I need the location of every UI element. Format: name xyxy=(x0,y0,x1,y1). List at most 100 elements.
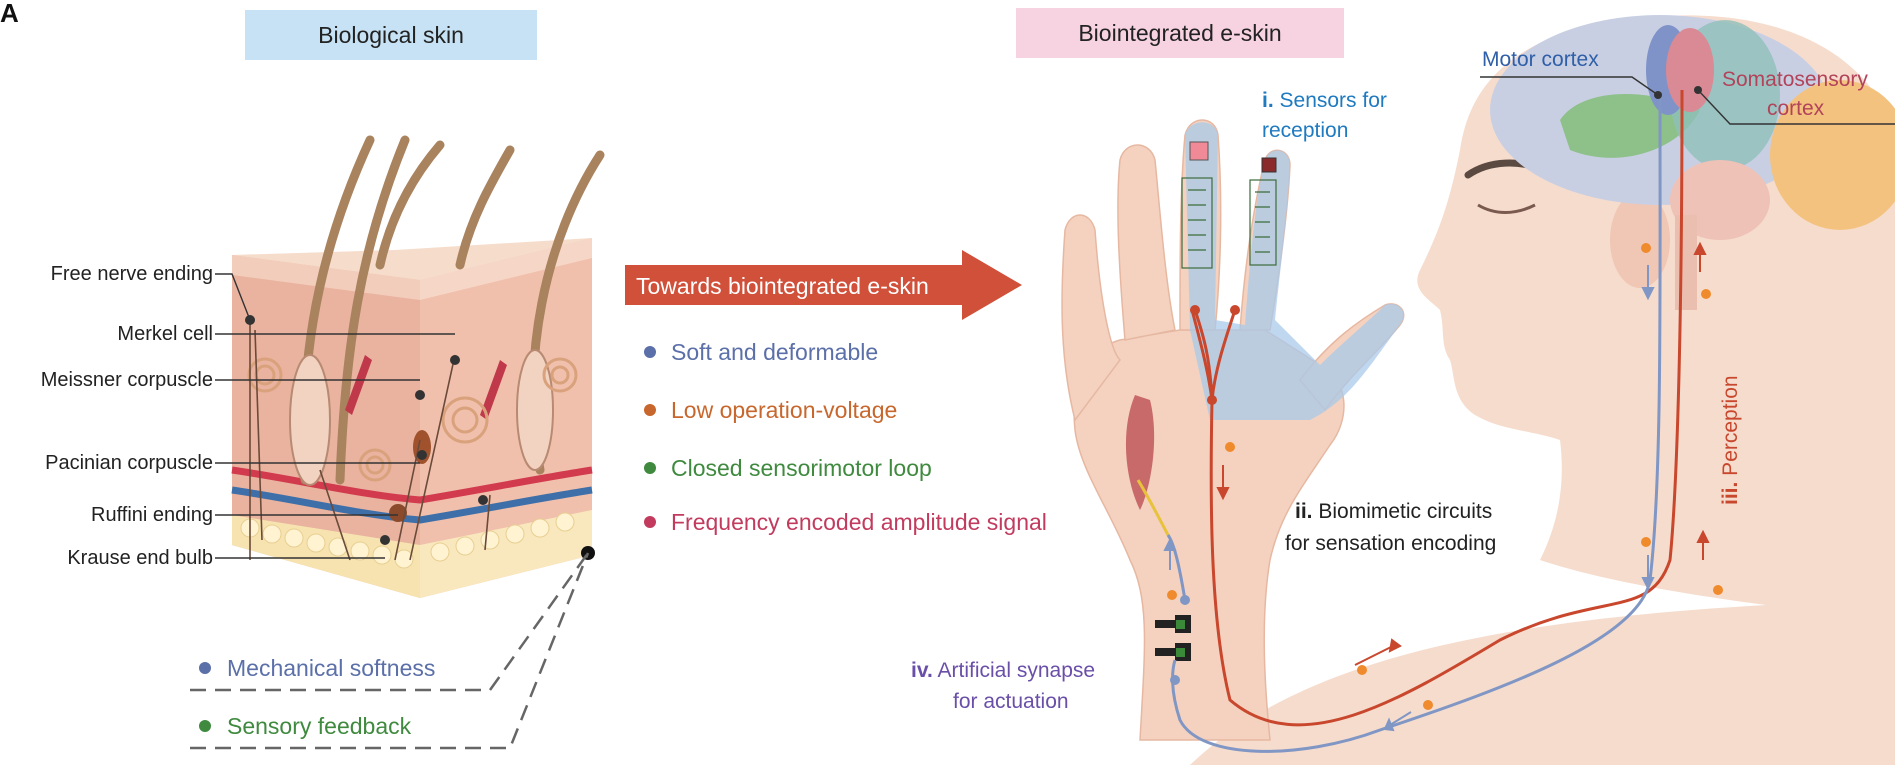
step-i-line-2: reception xyxy=(1262,119,1348,142)
skin-top-surface xyxy=(232,238,592,280)
towards-arrow xyxy=(625,250,1022,320)
finger-thumb-side xyxy=(1061,214,1121,422)
step-ii-number: ii. xyxy=(1295,500,1313,523)
property-dashed-leader xyxy=(190,552,590,750)
somatosensory-leader xyxy=(1697,89,1895,125)
synapse-device xyxy=(1155,615,1191,661)
panel-letter: A xyxy=(0,0,19,28)
right-title: Biointegrated e-skin xyxy=(1078,20,1281,46)
step-ii: ii. Biomimetic circuits for sensation en… xyxy=(1285,500,1496,555)
forearm-muscle xyxy=(1125,395,1155,510)
somatosensory-label-2: cortex xyxy=(1767,97,1825,120)
callout-krause-end-bulb: Krause end bulb xyxy=(67,547,213,569)
skin-block xyxy=(231,135,605,598)
step-iv-line-1: iv. Artificial synapse xyxy=(911,659,1095,682)
step-i-text-1: Sensors for xyxy=(1280,89,1387,112)
callout-merkel-cell: Merkel cell xyxy=(117,323,213,345)
feature-soft-deformable: Soft and deformable xyxy=(671,339,878,365)
step-iv-text-1: Artificial synapse xyxy=(937,659,1095,682)
step-iv-number: iv. xyxy=(911,659,933,682)
feature-low-voltage: Low operation-voltage xyxy=(671,397,897,423)
finger-index xyxy=(1117,144,1176,341)
ruffini-receptor xyxy=(389,504,407,522)
left-title: Biological skin xyxy=(318,22,464,48)
node xyxy=(1190,305,1200,315)
motor-cortex-dot xyxy=(1654,91,1662,99)
step-iii-number: iii. xyxy=(1719,482,1742,505)
step-ii-line-1: ii. Biomimetic circuits xyxy=(1295,500,1492,523)
hand xyxy=(1061,119,1405,741)
callout-pacinian-corpuscle: Pacinian corpuscle xyxy=(45,452,213,474)
pressure-sensor xyxy=(1189,141,1209,161)
flow-arrows xyxy=(1216,241,1710,666)
left-title-box xyxy=(245,10,537,60)
sweat-glands xyxy=(247,357,578,482)
eye xyxy=(1477,203,1536,214)
brainstem xyxy=(1675,215,1697,310)
occipital-region xyxy=(1770,80,1895,230)
feature-dot-loop xyxy=(644,462,656,474)
step-iii-label: iii. Perception xyxy=(1719,375,1742,505)
e-skin-glove xyxy=(1185,122,1404,420)
property-dot-softness xyxy=(199,662,211,674)
motor-cortex-leader xyxy=(1480,76,1659,96)
somatosensory-label-1: Somatosensory xyxy=(1722,68,1868,91)
towards-arrow-label: Towards biointegrated e-skin xyxy=(636,273,929,299)
signal-spikes xyxy=(1167,243,1723,710)
skin-side-face xyxy=(420,238,592,598)
step-ii-line-2: for sensation encoding xyxy=(1285,532,1496,555)
ear xyxy=(1610,192,1670,288)
right-panel: Biointegrated e-skin xyxy=(911,8,1895,765)
efferent-path xyxy=(1171,89,1662,753)
feature-frequency-encoded: Frequency encoded amplitude signal xyxy=(671,509,1047,535)
feature-dot-frequency xyxy=(644,516,656,528)
nerve-fibres xyxy=(249,320,491,561)
arrector-muscle xyxy=(480,360,507,420)
right-title-box xyxy=(1016,8,1344,58)
shoulder xyxy=(1190,600,1895,765)
feature-closed-loop: Closed sensorimotor loop xyxy=(671,455,932,481)
step-iii-text: Perception xyxy=(1719,375,1742,475)
afferent-branch xyxy=(1210,309,1237,401)
step-iv: iv. Artificial synapse for actuation xyxy=(911,659,1095,713)
temperature-sensor xyxy=(1261,157,1277,173)
node xyxy=(1180,595,1190,605)
step-iii: iii. Perception xyxy=(1719,375,1742,505)
step-iv-line-2: for actuation xyxy=(953,690,1069,713)
callout-leaders xyxy=(215,273,455,559)
step-i-number: i. xyxy=(1262,89,1274,112)
property-dashed-leader xyxy=(190,552,590,692)
left-panel: Biological skin xyxy=(41,10,605,750)
step-i-line-1: i. Sensors for xyxy=(1262,89,1387,112)
flow-arrows-blue xyxy=(1163,265,1655,732)
node xyxy=(1207,395,1217,405)
sensor-circuits xyxy=(1181,177,1277,269)
afferent-branch xyxy=(1190,309,1214,401)
property-sensory-feedback: Sensory feedback xyxy=(227,713,412,739)
feature-dot-voltage xyxy=(644,404,656,416)
sensory-cortex-region xyxy=(1666,28,1714,112)
callout-meissner-corpuscle: Meissner corpuscle xyxy=(41,369,213,391)
callout-free-nerve-ending: Free nerve ending xyxy=(51,263,213,285)
step-ii-text-1: Biomimetic circuits xyxy=(1318,500,1492,523)
node xyxy=(1230,305,1240,315)
blood-vessel-red xyxy=(231,466,593,504)
muscle-nerve xyxy=(1136,479,1170,536)
step-i: i. Sensors for reception xyxy=(1262,89,1387,142)
motor-cortex-label: Motor cortex xyxy=(1482,48,1599,71)
property-dot-feedback xyxy=(199,720,211,732)
center-panel: Towards biointegrated e-skin Soft and de… xyxy=(625,250,1047,535)
somatosensory-dot xyxy=(1694,86,1702,94)
feature-dot-soft xyxy=(644,346,656,358)
hair-follicle xyxy=(289,354,331,486)
node xyxy=(1170,675,1180,685)
callout-ruffini-ending: Ruffini ending xyxy=(91,504,213,526)
epidermis-side xyxy=(420,238,592,300)
hair-follicle xyxy=(516,349,554,471)
blood-vessel-blue xyxy=(231,486,593,524)
property-mechanical-softness: Mechanical softness xyxy=(227,655,435,681)
fat-layer-side xyxy=(420,510,592,598)
afferent-path xyxy=(1193,89,1684,727)
arrector-muscle xyxy=(345,355,372,415)
